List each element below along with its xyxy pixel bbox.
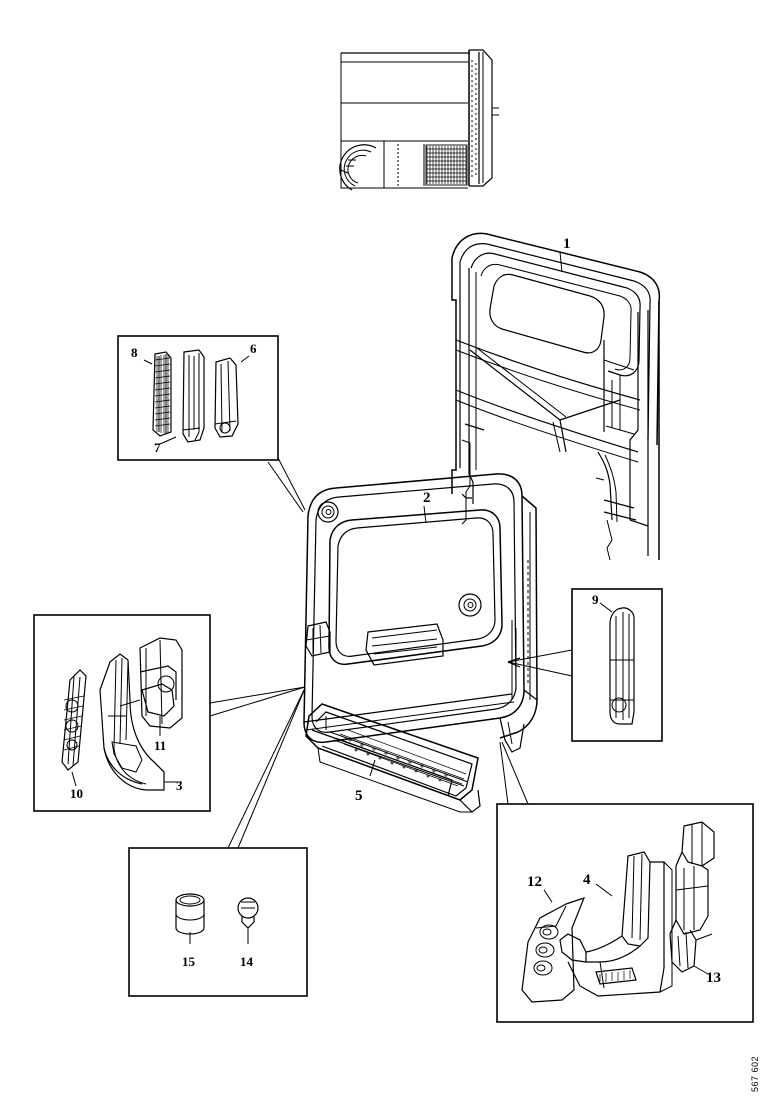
label-part-13: 13 [706, 970, 721, 986]
hinge-boss-left [317, 501, 339, 523]
svg-text:567 602: 567 602 [750, 1056, 760, 1092]
wheel-outline [339, 144, 377, 191]
handle-recess [365, 623, 444, 666]
label-part-9: 9 [592, 592, 599, 607]
label-part-15: 15 [182, 954, 196, 969]
part-9-side-trim-moulding: 9 [592, 592, 635, 725]
label-part-5: 5 [355, 788, 363, 804]
hinge-boss-right [458, 593, 482, 617]
detail-box-upper-left: 8 7 6 [117, 335, 306, 513]
label-part-6: 6 [250, 341, 257, 356]
part-7-pillar-trim-centre: 7 [154, 349, 205, 455]
part-8-pillar-trim-textured: 8 [131, 345, 172, 437]
label-part-10: 10 [70, 786, 83, 801]
part-11-corner-cover-bracket: 11 [119, 637, 183, 753]
label-part-4: 4 [583, 872, 591, 888]
trim-texture-band [335, 729, 467, 787]
detail-box-lower-left: 10 3 11 [33, 614, 306, 812]
label-part-7: 7 [154, 440, 161, 455]
part-14-retaining-clip: 14 [237, 897, 259, 969]
part-15-rubber-grommet-bushing: 15 [175, 893, 205, 969]
part-12-speaker-grille-cover: 12 [521, 874, 586, 1003]
part-6-pillar-trim-right: 6 [214, 341, 257, 438]
vehicle-location-thumbnail [339, 49, 499, 191]
part-1-tailgate-frame: 1 [451, 232, 661, 561]
label-part-12: 12 [527, 874, 542, 890]
detail-box-right: 9 [507, 588, 663, 742]
label-part-14: 14 [240, 954, 254, 969]
part-2-tailgate-outer-panel: 2 [303, 473, 538, 753]
detail-box-lower-right: 12 4 [496, 741, 754, 1023]
label-part-1: 1 [563, 236, 571, 252]
latch-bracket [305, 621, 331, 657]
sheet-reference-code: 567 602 [750, 1056, 760, 1092]
part-10-narrow-trim-strip: 10 [61, 669, 87, 801]
label-part-11: 11 [154, 738, 166, 753]
detail-box-fasteners: 15 14 [128, 687, 308, 997]
rear-panel-hatching [425, 144, 468, 186]
part-13-rear-corner-trim: 13 [669, 821, 721, 986]
label-part-2: 2 [423, 490, 431, 506]
part-5-lower-sill-trim-strip: 5 [305, 703, 481, 813]
label-part-8: 8 [131, 345, 138, 360]
label-part-3: 3 [176, 778, 183, 793]
part-3-lower-pillar-trim: 3 [99, 653, 183, 793]
